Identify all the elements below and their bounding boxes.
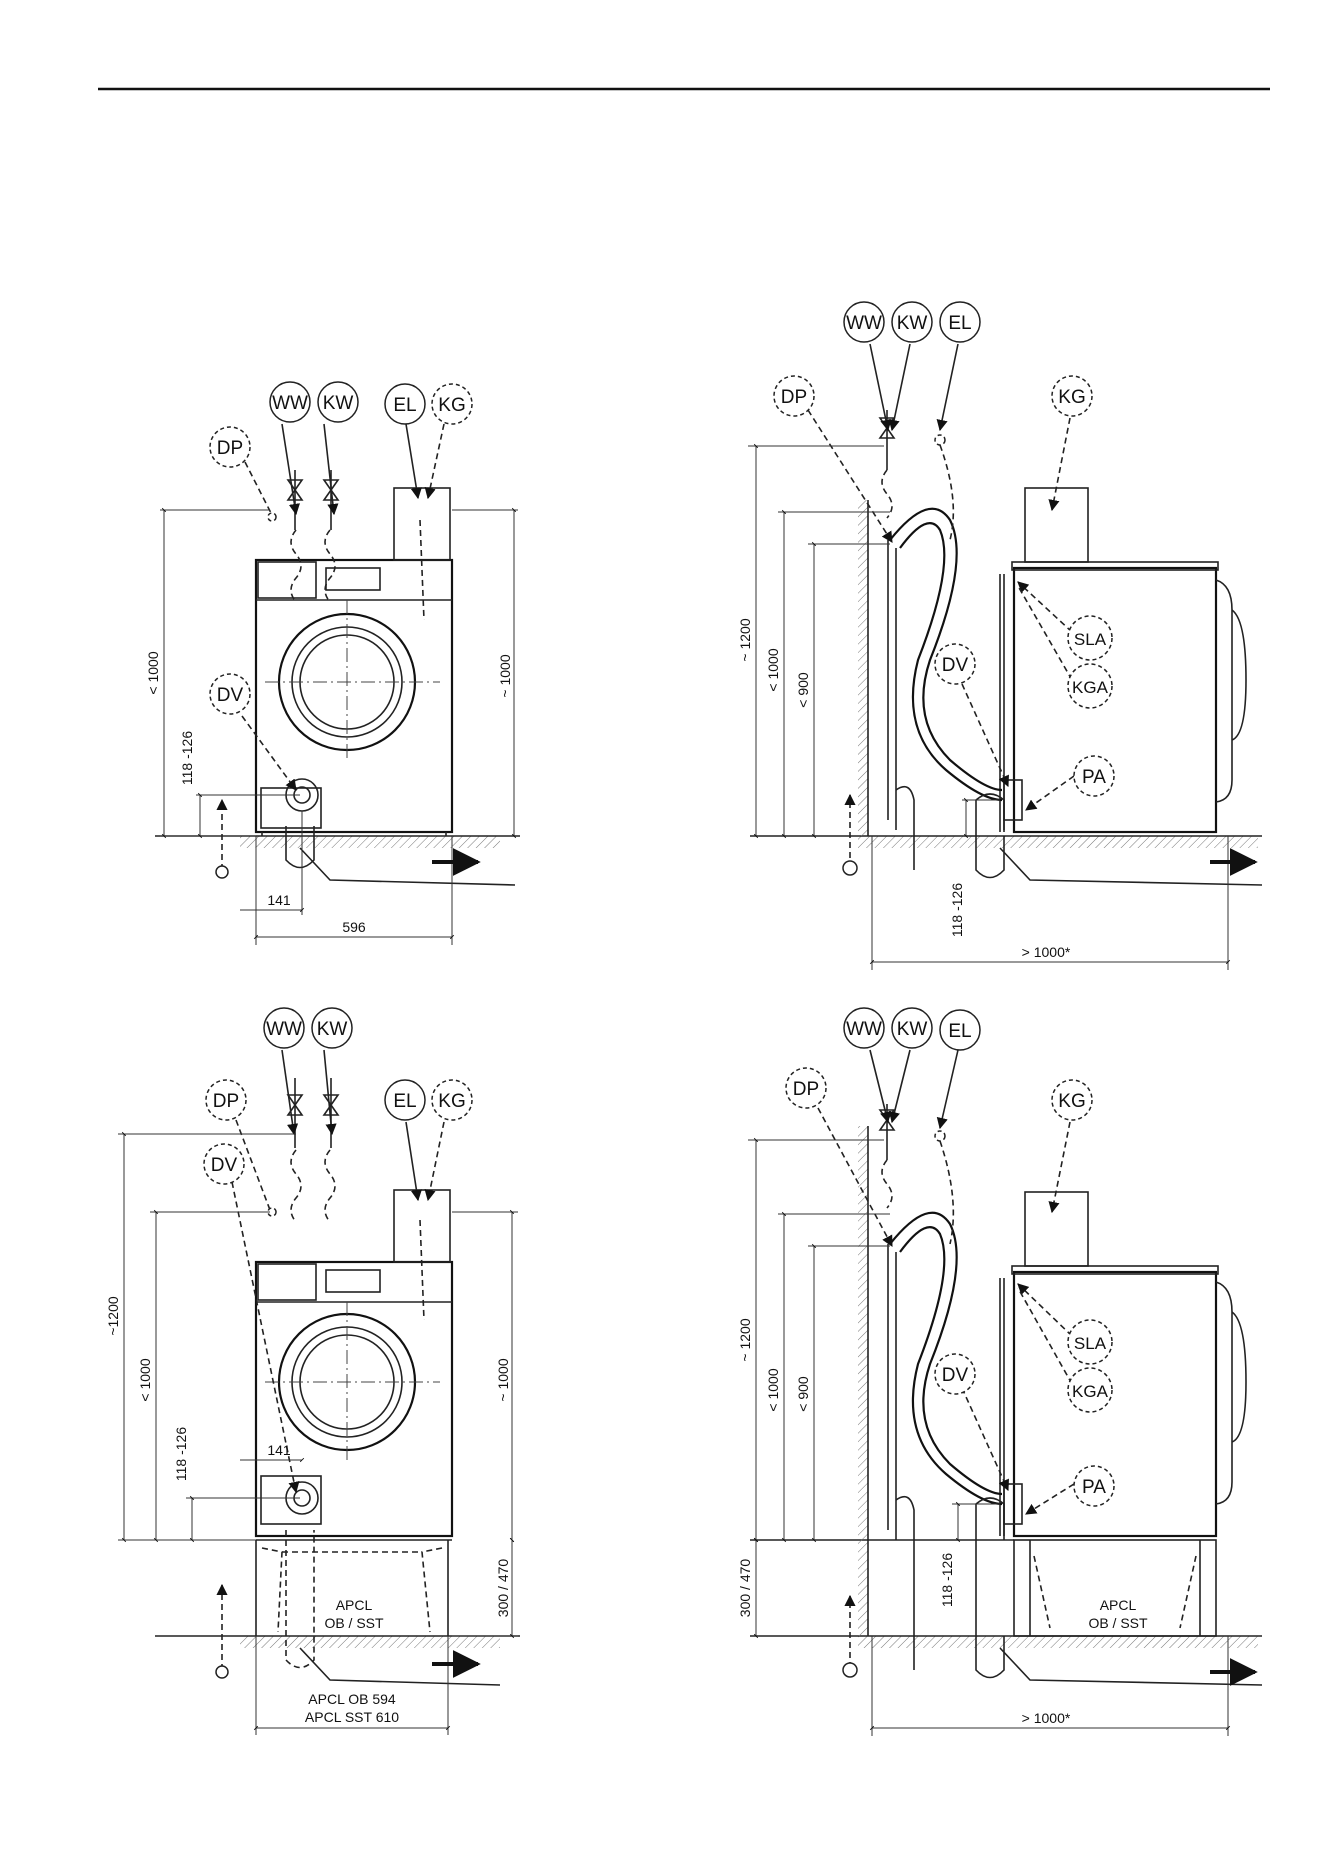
machine-body <box>254 558 454 834</box>
label-sla: SLA <box>1074 630 1107 649</box>
label-kg: KG <box>438 1091 465 1112</box>
label-dv: DV <box>942 655 969 676</box>
machine-side <box>1012 1270 1218 1538</box>
dim-apcl-sst: APCL SST 610 <box>305 1709 399 1725</box>
label-ww: WW <box>846 1019 882 1040</box>
view-side-pedestal: APCL OB / SST <box>737 1007 1263 1736</box>
label-el: EL <box>948 1021 971 1042</box>
label-dv: DV <box>942 1365 969 1386</box>
dim-118-126: 118 -126 <box>179 731 195 785</box>
dim-300-470: 300 / 470 <box>495 1559 511 1618</box>
label-sla: SLA <box>1074 1334 1107 1353</box>
dim-approx1200: ~1200 <box>105 1296 121 1336</box>
machine-body <box>254 1260 454 1538</box>
dim-118-126: 118 -126 <box>939 1553 955 1607</box>
dim-596: 596 <box>342 919 366 935</box>
label-dp: DP <box>217 438 243 459</box>
dim-lt1000: < 1000 <box>137 1358 153 1401</box>
pedestal-label: APCL <box>336 1597 373 1613</box>
label-el: EL <box>393 395 416 416</box>
label-kga: KGA <box>1072 678 1109 697</box>
label-ww: WW <box>272 393 308 414</box>
dim-118-126: 118 -126 <box>949 883 965 937</box>
label-dp: DP <box>793 1079 819 1100</box>
dim-141: 141 <box>267 1442 291 1458</box>
label-el: EL <box>948 313 971 334</box>
label-el: EL <box>393 1091 416 1112</box>
label-kw: KW <box>897 313 928 334</box>
label-dp: DP <box>213 1091 239 1112</box>
view-side-floor: WW KW EL KG DP SLA KGA DV PA ~ 1200 < 10… <box>737 301 1263 970</box>
label-pa: PA <box>1082 767 1106 788</box>
view-front-floor: WW KW EL KG DP DV < 1000 118 -126 ~ 1000… <box>145 381 520 945</box>
pedestal-label: APCL <box>1100 1597 1137 1613</box>
dim-lt1000: < 1000 <box>145 651 161 694</box>
label-ww: WW <box>846 313 882 334</box>
view-front-pedestal: APCL OB / SST WW <box>105 1007 520 1735</box>
dim-141: 141 <box>267 892 291 908</box>
dim-gt1000: > 1000* <box>1022 944 1071 960</box>
floor-hatch <box>240 836 500 848</box>
dim-118-126: 118 -126 <box>173 1427 189 1481</box>
dim-approx1200: ~ 1200 <box>737 618 753 661</box>
dim-lt900: < 900 <box>795 672 811 708</box>
label-dv: DV <box>217 685 244 706</box>
label-kw: KW <box>317 1019 348 1040</box>
label-ww: WW <box>266 1019 302 1040</box>
dim-gt1000: > 1000* <box>1022 1710 1071 1726</box>
dim-lt1000: < 1000 <box>765 1368 781 1411</box>
dim-approx1000: ~ 1000 <box>497 654 513 697</box>
dim-lt1000: < 1000 <box>765 648 781 691</box>
dim-approx1000: ~ 1000 <box>495 1358 511 1401</box>
label-kg: KG <box>1058 387 1085 408</box>
label-kw: KW <box>897 1019 928 1040</box>
label-dp: DP <box>781 387 807 408</box>
label-dv: DV <box>211 1155 238 1176</box>
dim-lt900: < 900 <box>795 1376 811 1412</box>
label-kw: KW <box>323 393 354 414</box>
label-kg: KG <box>1058 1091 1085 1112</box>
label-kg: KG <box>438 395 465 416</box>
label-pa: PA <box>1082 1477 1106 1498</box>
label-kga: KGA <box>1072 1382 1109 1401</box>
dim-approx1200: ~ 1200 <box>737 1318 753 1361</box>
pedestal-model: OB / SST <box>1088 1615 1148 1631</box>
dim-300-470: 300 / 470 <box>737 1559 753 1618</box>
pedestal-model: OB / SST <box>324 1615 384 1631</box>
dim-apcl-ob: APCL OB 594 <box>308 1691 396 1707</box>
machine-side <box>1012 566 1218 834</box>
